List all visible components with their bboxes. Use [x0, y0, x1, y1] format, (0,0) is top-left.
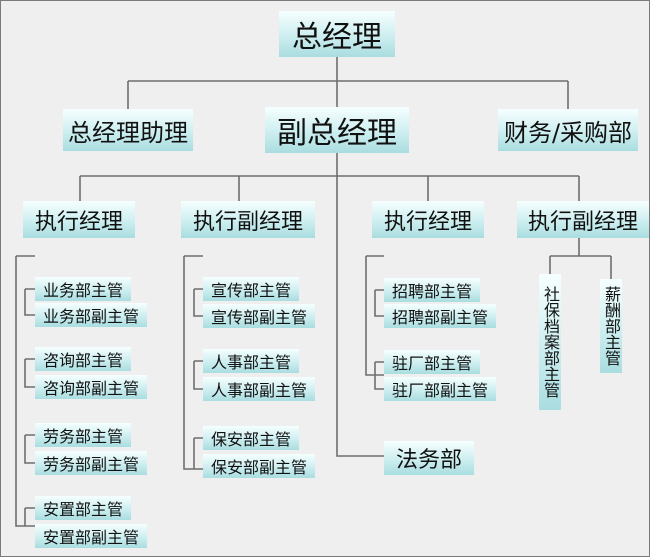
node-exec1: 执行经理	[23, 201, 135, 238]
line-exec2-g2	[193, 360, 203, 390]
node-placement-deputy: 安置部副主管	[35, 524, 147, 548]
node-publicity-head: 宣传部主管	[203, 277, 299, 301]
node-exec2: 执行副经理	[181, 201, 315, 238]
line-exec1-g3	[24, 434, 35, 464]
line-exec3-spine	[365, 255, 384, 376]
node-hr-head: 人事部主管	[203, 349, 299, 373]
node-onsite-deputy: 驻厂部副主管	[384, 377, 496, 401]
node-business-head: 业务部主管	[35, 277, 131, 301]
line-exec3-g2	[374, 361, 384, 390]
node-recruiting-deputy: 招聘部副主管	[384, 304, 496, 328]
node-labor-head: 劳务部主管	[35, 423, 131, 447]
node-security-deputy: 保安部副主管	[203, 454, 315, 478]
node-onsite-head: 驻厂部主管	[384, 350, 480, 374]
node-labor-deputy: 劳务部副主管	[35, 451, 147, 475]
line-exec1-spine	[15, 255, 35, 527]
node-deputy-gm: 副总经理	[265, 107, 409, 153]
node-finance-purchasing: 财务/采购部	[498, 109, 638, 151]
node-consulting-head: 咨询部主管	[35, 347, 131, 371]
node-recruiting-head: 招聘部主管	[384, 278, 480, 302]
node-publicity-deputy: 宣传部副主管	[203, 304, 315, 328]
node-gm-assistant: 总经理助理	[63, 109, 193, 151]
line-exec1-g1	[24, 288, 35, 316]
node-placement-head: 安置部主管	[35, 496, 131, 520]
node-consulting-deputy: 咨询部副主管	[35, 375, 147, 399]
line-exec2-g1	[193, 288, 203, 317]
node-legal: 法务部	[384, 441, 474, 475]
line-exec2-spine	[183, 255, 203, 470]
line-exec2-g3	[193, 437, 203, 469]
node-payroll-head: 薪酬部主管	[600, 279, 622, 373]
line-exec1-g4	[24, 507, 35, 526]
node-general-manager: 总经理	[279, 11, 395, 57]
node-hr-deputy: 人事部副主管	[203, 377, 315, 401]
node-exec3: 执行经理	[372, 201, 484, 238]
node-exec4: 执行副经理	[517, 201, 649, 238]
node-social-security-head: 社保档案部主管	[539, 274, 561, 410]
line-deputy-down	[336, 151, 384, 457]
node-business-deputy: 业务部副主管	[35, 303, 147, 327]
node-security-head: 保安部主管	[203, 426, 299, 450]
line-exec1-g2	[24, 358, 35, 388]
line-exec3-g1	[374, 289, 384, 317]
